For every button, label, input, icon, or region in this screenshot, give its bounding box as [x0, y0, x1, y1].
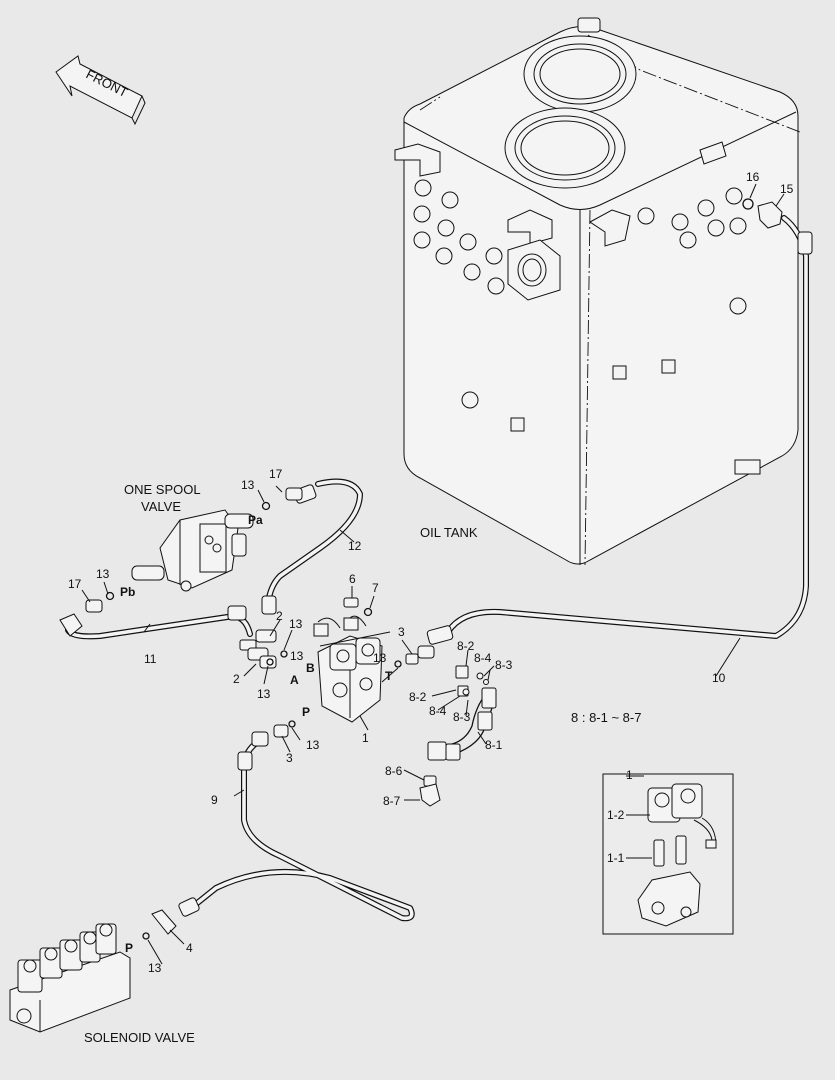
callout-13: 13: [373, 651, 387, 665]
fitting-17-pa: [285, 487, 303, 501]
port-a: A: [290, 673, 299, 687]
callout-17: 17: [269, 467, 283, 481]
callout-4: 4: [186, 941, 193, 955]
port-pb: Pb: [120, 585, 135, 599]
callout-17: 17: [68, 577, 82, 591]
o-ring-16: [742, 198, 754, 210]
callout-1-2: 1-2: [607, 808, 625, 822]
callout-1-inset: 1: [626, 768, 633, 782]
port-pa: Pa: [248, 513, 263, 527]
callout-8-6: 8-6: [385, 764, 403, 778]
fitting-3-t: [405, 653, 419, 665]
one-spool-valve-label-2: VALVE: [141, 499, 181, 514]
one-spool-valve-label-1: ONE SPOOL: [124, 482, 201, 497]
callout-9: 9: [211, 793, 218, 807]
solenoid-valve-label: SOLENOID VALVE: [84, 1030, 195, 1045]
callout-13: 13: [290, 649, 304, 663]
callout-8-2: 8-2: [457, 639, 475, 653]
inset-exploded-view: [602, 773, 734, 935]
front-arrow: [55, 55, 146, 126]
elbow-fitting-15: [757, 201, 783, 229]
leader-lines: [81, 183, 785, 965]
callout-2: 2: [233, 672, 240, 686]
callouts: 17 13 17 13 12 11 6 7 2 13 3 13 13 2 13 …: [68, 170, 794, 975]
hose-11: [59, 605, 253, 640]
o-ring-13-t: [394, 660, 402, 668]
bolt-6: [343, 597, 359, 608]
callout-3: 3: [286, 751, 293, 765]
fitting-3-p: [273, 724, 289, 738]
callout-1: 1: [362, 731, 369, 745]
callout-13: 13: [257, 687, 271, 701]
solenoid-valve: [9, 923, 131, 1033]
o-ring-13-pb: [105, 591, 115, 601]
fitting-4: [151, 909, 177, 935]
hose-10: [426, 215, 813, 645]
port-p-bottom: P: [125, 941, 133, 955]
o-ring-13-pa: [261, 501, 271, 511]
callout-8-7: 8-7: [383, 794, 401, 808]
oil-tank-label: OIL TANK: [420, 525, 478, 540]
oil-tank: [394, 17, 801, 566]
port-b: B: [306, 661, 315, 675]
callout-8-3: 8-3: [495, 658, 513, 672]
harness-kit-8: [419, 665, 497, 807]
tank-bosses: [413, 179, 747, 432]
hose-9: [178, 731, 415, 922]
callout-12: 12: [348, 539, 362, 553]
callout-6: 6: [349, 572, 356, 586]
callout-11: 11: [144, 652, 157, 666]
callout-15: 15: [780, 182, 794, 196]
callout-2: 2: [276, 609, 283, 623]
callout-8-2: 8-2: [409, 690, 427, 704]
callout-13: 13: [96, 567, 110, 581]
callout-8-1: 8-1: [485, 738, 503, 752]
callout-13: 13: [306, 738, 320, 752]
callout-1-1: 1-1: [607, 851, 625, 865]
callout-16: 16: [746, 170, 760, 184]
washer-7: [363, 607, 373, 617]
port-t: T: [385, 669, 393, 683]
port-p-top: P: [302, 705, 310, 719]
fitting-17-pb: [85, 599, 103, 613]
callout-7: 7: [372, 581, 379, 595]
o-ring-13-solenoid: [142, 932, 150, 940]
callout-8-4: 8-4: [429, 704, 447, 718]
one-spool-valve: [131, 509, 254, 592]
o-ring-13-p: [288, 720, 296, 728]
callout-8-3: 8-3: [453, 710, 471, 724]
valve-fittings-2: [239, 629, 288, 669]
callout-8-4: 8-4: [474, 651, 492, 665]
hose-12: [261, 478, 363, 615]
kit-note: 8 : 8-1 ~ 8-7: [571, 710, 641, 725]
valve-block-1: [313, 615, 383, 723]
callout-10: 10: [712, 671, 726, 685]
fitting-3-t-nut: [417, 645, 435, 659]
callout-13: 13: [148, 961, 162, 975]
callout-13: 13: [289, 617, 303, 631]
callout-13: 13: [241, 478, 255, 492]
callout-3: 3: [398, 625, 405, 639]
